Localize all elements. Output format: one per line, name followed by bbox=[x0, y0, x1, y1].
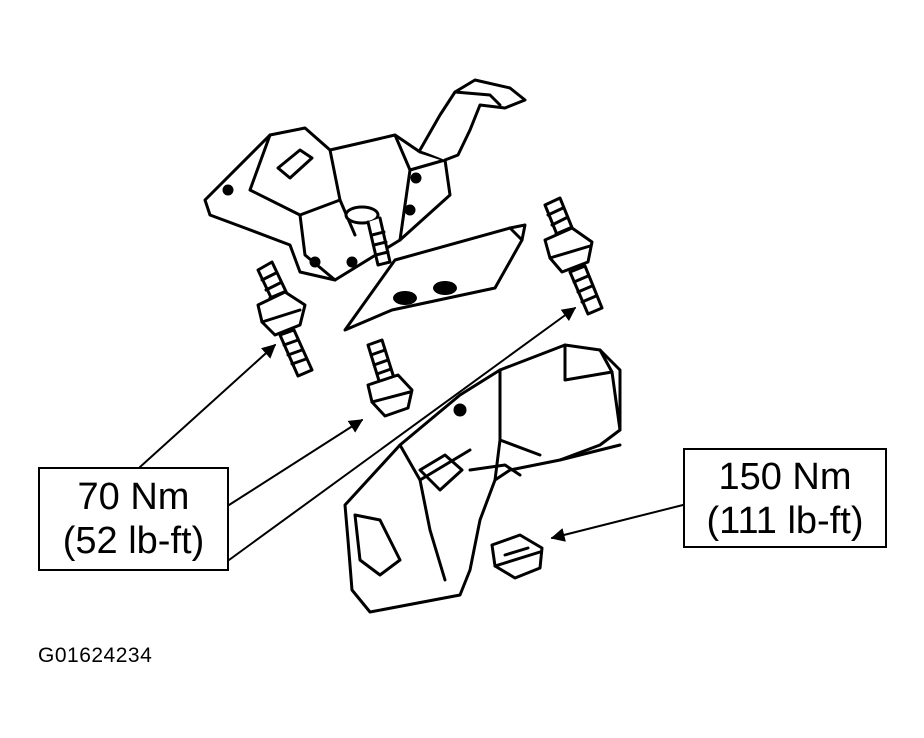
callout-leaders-70 bbox=[139, 307, 577, 561]
torque-value-imperial: (111 lb-ft) bbox=[706, 500, 864, 542]
frame-bracket bbox=[343, 343, 622, 614]
flange-nut bbox=[490, 533, 544, 580]
callout-leader-150 bbox=[550, 504, 684, 542]
mount-plate bbox=[343, 223, 527, 332]
torque-callout-150nm: 150 Nm (111 lb-ft) bbox=[683, 448, 887, 548]
torque-value-metric: 70 Nm bbox=[77, 476, 190, 518]
center-bolt bbox=[366, 338, 414, 418]
torque-callout-70nm: 70 Nm (52 lb-ft) bbox=[38, 467, 229, 571]
stud-bolt-left bbox=[256, 260, 314, 378]
figure-code: G01624234 bbox=[38, 644, 153, 667]
bracket-stud bbox=[344, 205, 392, 267]
torque-value-metric: 150 Nm bbox=[718, 456, 852, 498]
torque-value-imperial: (52 lb-ft) bbox=[62, 520, 205, 562]
stud-bolt-right bbox=[543, 196, 604, 316]
engine-mount-bracket bbox=[203, 78, 527, 282]
